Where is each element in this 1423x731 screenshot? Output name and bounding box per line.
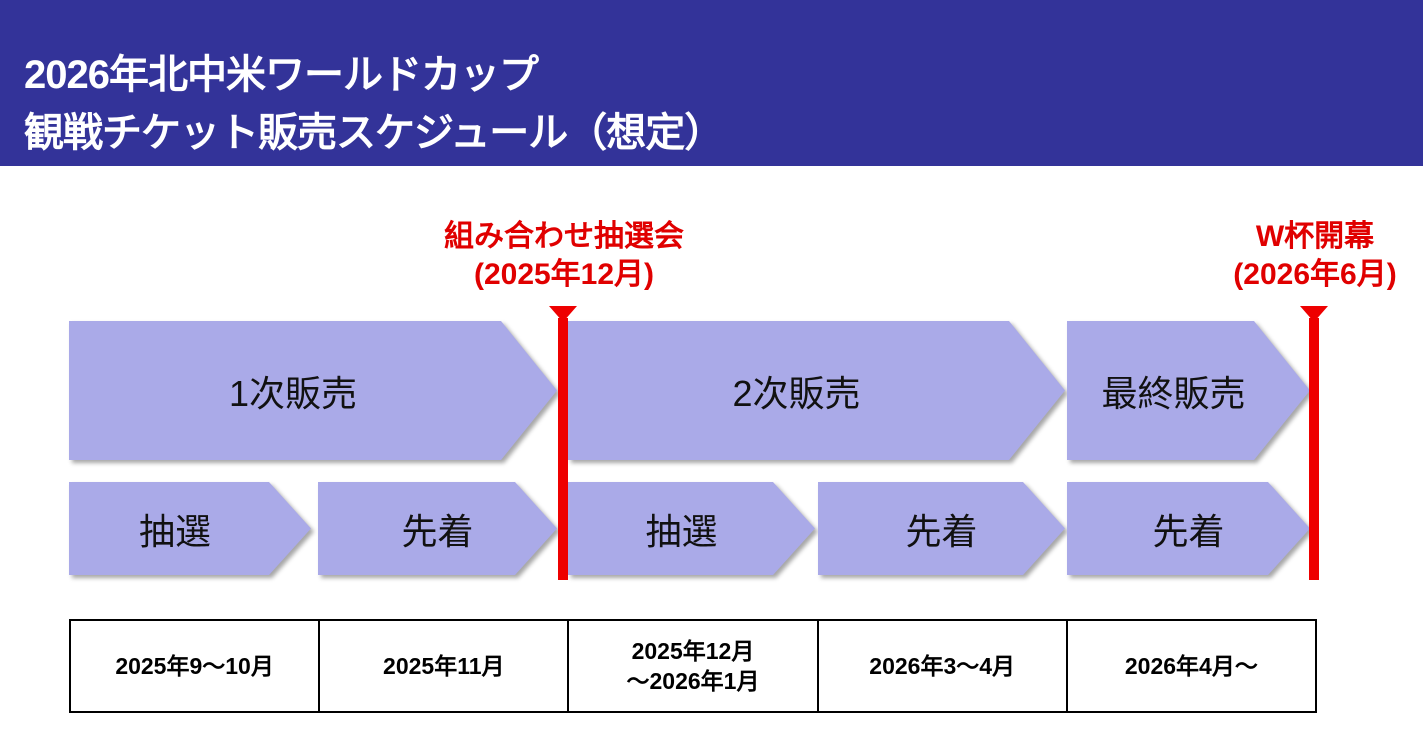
method-label: 抽選 <box>69 482 311 575</box>
phase-2-chevron: 2次販売 <box>568 321 1065 460</box>
title-line-2: 観戦チケット販売スケジュール（想定） <box>24 111 724 155</box>
method-label: 先着 <box>818 482 1065 575</box>
draw-event-label: 組み合わせ抽選会 (2025年12月) <box>404 218 724 294</box>
phase-label: 1次販売 <box>69 321 557 460</box>
phase-final-chevron: 最終販売 <box>1067 321 1310 460</box>
method-chevron: 先着 <box>1067 482 1310 575</box>
opening-marker-line <box>1309 318 1319 580</box>
opening-event-label: W杯開幕 (2026年6月) <box>1205 218 1423 294</box>
draw-marker-triangle-icon <box>549 306 577 322</box>
title-line-1: 2026年北中米ワールドカップ <box>24 53 539 97</box>
method-chevron: 先着 <box>318 482 557 575</box>
method-chevron: 抽選 <box>69 482 311 575</box>
method-label: 先着 <box>1067 482 1310 575</box>
period-cell: 2025年11月 <box>318 619 570 713</box>
method-chevron: 抽選 <box>568 482 815 575</box>
period-table: 2025年9〜10月 2025年11月 2025年12月 〜2026年1月 20… <box>68 619 1318 713</box>
phase-label: 最終販売 <box>1067 321 1310 460</box>
event-date: (2025年12月) <box>473 258 655 291</box>
table-row: 2025年9〜10月 2025年11月 2025年12月 〜2026年1月 20… <box>68 619 1318 713</box>
period-cell: 2026年4月〜 <box>1065 619 1318 713</box>
event-label: 組み合わせ抽選会 <box>444 220 684 253</box>
phase-1-chevron: 1次販売 <box>69 321 557 460</box>
period-cell: 2025年12月 〜2026年1月 <box>567 619 819 713</box>
event-label: W杯開幕 <box>1255 220 1375 253</box>
period-cell: 2025年9〜10月 <box>68 619 321 713</box>
title-banner: 2026年北中米ワールドカップ 観戦チケット販売スケジュール（想定） <box>0 0 1423 166</box>
period-cell: 2026年3〜4月 <box>816 619 1068 713</box>
method-label: 抽選 <box>568 482 815 575</box>
method-label: 先着 <box>318 482 557 575</box>
phase-label: 2次販売 <box>568 321 1065 460</box>
method-chevron: 先着 <box>818 482 1065 575</box>
event-date: (2026年6月) <box>1233 258 1397 291</box>
draw-marker-line <box>558 318 568 580</box>
opening-marker-triangle-icon <box>1300 306 1328 322</box>
